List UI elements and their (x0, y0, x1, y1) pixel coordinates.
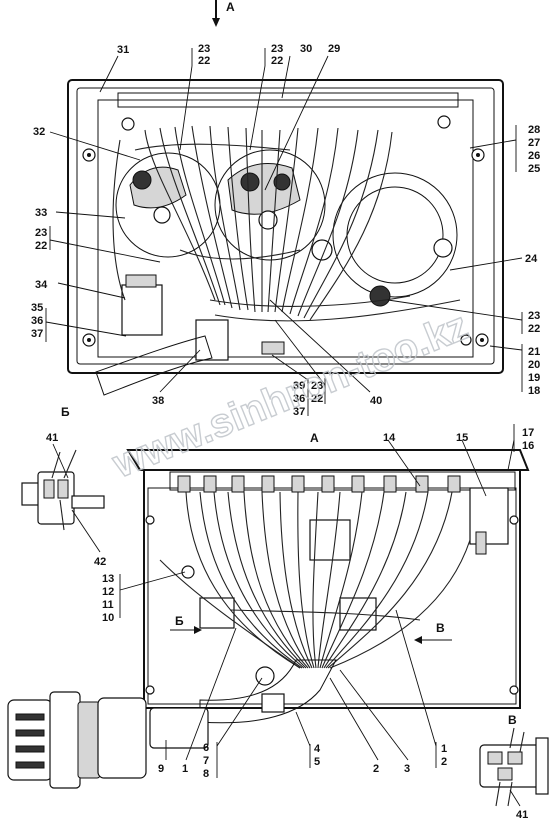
callout: 23 (528, 310, 540, 322)
detail-v-label: В (508, 713, 517, 727)
callout: 20 (528, 359, 540, 371)
callout: 22 (35, 240, 47, 252)
callout: 13 (102, 573, 114, 585)
harness-sleeve (149, 707, 209, 749)
callout: 23 (311, 380, 323, 392)
callout: 18 (528, 385, 540, 397)
callout: 26 (528, 150, 540, 162)
gauge-right (311, 172, 458, 307)
callout: 4 (314, 743, 321, 755)
callout: 1 (182, 763, 188, 775)
callout: 15 (456, 432, 468, 444)
corner-screws (82, 115, 489, 347)
callout: 38 (152, 395, 164, 407)
relay-block-15 (469, 487, 509, 545)
callout: 32 (33, 126, 45, 138)
callout: 28 (528, 124, 540, 136)
terminal-strip (177, 475, 461, 493)
callout: 34 (35, 279, 48, 291)
callout: 5 (314, 756, 320, 768)
detail-v: В (479, 713, 549, 807)
callout: 23 (271, 43, 283, 55)
callout: 29 (328, 43, 340, 55)
gauge-left (115, 152, 221, 258)
view-a-label: А (226, 0, 235, 14)
callout-numbers-top: 31 23 22 23 22 30 29 28 27 26 25 32 33 2… (31, 43, 540, 418)
callout: 16 (522, 440, 534, 452)
callout: 1 (441, 743, 447, 755)
view-b-arrow-label: Б (175, 614, 184, 628)
callout: 22 (528, 323, 540, 335)
callout: 22 (311, 393, 323, 405)
callout-numbers-bottom: 41 42 14 15 17 16 13 12 11 10 9 1 6 7 8 … (46, 427, 534, 821)
panel-plate (97, 99, 474, 358)
callout: 14 (383, 432, 396, 444)
callout: 42 (94, 556, 106, 568)
component-left (199, 597, 235, 629)
callout: 2 (373, 763, 379, 775)
callout: 3 (404, 763, 410, 775)
callout: 17 (522, 427, 534, 439)
callout: 35 (31, 302, 43, 314)
gauge-center (214, 149, 326, 261)
callout: 39 (293, 380, 305, 392)
callout: 7 (203, 755, 209, 767)
detail-b: Б (21, 405, 105, 531)
panel-flange (126, 449, 530, 471)
callout: 41 (516, 809, 528, 821)
callout: 22 (198, 55, 210, 67)
wire-bundle-bottom (159, 491, 471, 669)
callout: 12 (102, 586, 114, 598)
callout: 6 (203, 742, 209, 754)
callout: 21 (528, 346, 540, 358)
callout: 36 (31, 315, 43, 327)
callout: 9 (158, 763, 164, 775)
view-v-arrow-label: В (436, 621, 445, 635)
callout: 24 (525, 253, 538, 265)
callout: 37 (293, 406, 305, 418)
callout: 23 (35, 227, 47, 239)
callout: 33 (35, 207, 47, 219)
callout: 37 (31, 328, 43, 340)
callout: 10 (102, 612, 114, 624)
callout: 8 (203, 768, 209, 780)
callout: 25 (528, 163, 540, 175)
ground-screw (181, 565, 195, 579)
callout: 2 (441, 756, 447, 768)
wire-clamp (195, 319, 229, 361)
callout: 22 (271, 55, 283, 67)
wire-bundle-top (112, 125, 461, 322)
detail-b-label: Б (61, 405, 70, 419)
leader-lines (45, 48, 523, 807)
callout: 36 (293, 393, 305, 405)
callout: 11 (102, 599, 114, 611)
view-a-mid-label: А (310, 431, 319, 445)
callout: 40 (370, 395, 382, 407)
top-panel-view: А (67, 0, 504, 396)
callout: 27 (528, 137, 540, 149)
round-connector-9 (7, 691, 147, 789)
wire-loom-top (95, 335, 213, 396)
panel-body (143, 469, 521, 709)
connector-block-34 (121, 284, 163, 336)
callout: 30 (300, 43, 312, 55)
bottom-panel-view: Б В А (7, 431, 530, 789)
callout: 41 (46, 432, 58, 444)
callout: 23 (198, 43, 210, 55)
callout: 19 (528, 372, 540, 384)
callout: 31 (117, 44, 129, 56)
